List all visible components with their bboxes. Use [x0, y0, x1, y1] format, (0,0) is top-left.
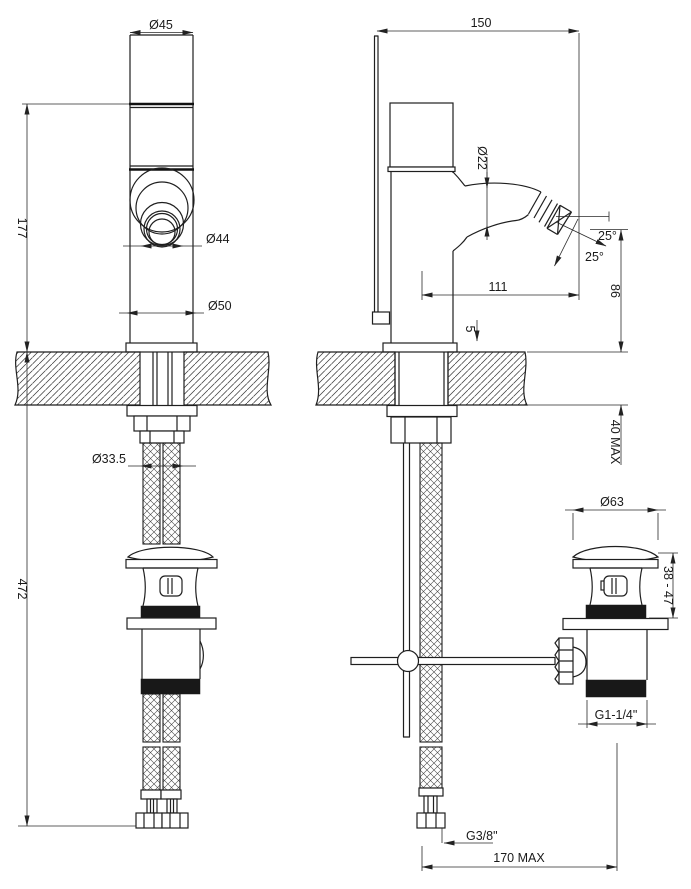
- popup-rod-side: [350, 443, 556, 738]
- dimension-111: 111: [421, 271, 580, 300]
- front-view: Ø45 177 Ø44 Ø50 Ø33.5 472: [14, 18, 273, 829]
- base-flange-front: [125, 342, 198, 353]
- dim-label-170-max: 170 MAX: [493, 851, 545, 865]
- mounting-hardware-side: [386, 404, 458, 444]
- dimension-177: 177: [15, 103, 130, 353]
- dim-label-177: 177: [15, 218, 29, 239]
- drain-thread-band: [140, 678, 201, 695]
- dim-label-g1-1-4: G1-1/4": [595, 708, 638, 722]
- handle-lever-side: [371, 35, 391, 325]
- dimension-38-47: 38 - 47: [649, 552, 678, 619]
- mounting-deck-side: [315, 351, 528, 406]
- mounting-deck-front: [14, 351, 273, 406]
- dimension-5: 5: [463, 320, 480, 342]
- faucet-body-front: [125, 34, 198, 353]
- drain-thread-band: [140, 605, 201, 619]
- drain-thread-band-side: [585, 604, 647, 619]
- base-flange-side: [382, 342, 458, 353]
- dimension-86: 86: [527, 229, 628, 406]
- popup-rod-ball-joint: [396, 649, 420, 673]
- dimension-dia22: Ø22: [475, 146, 490, 240]
- dim-label-dia22: Ø22: [475, 146, 489, 170]
- dimension-170-max: 170 MAX: [421, 743, 618, 871]
- supply-hose-side: [416, 442, 446, 829]
- popup-drain-side: [554, 545, 669, 698]
- dim-label-86: 86: [608, 284, 622, 298]
- drain-clevis: [554, 637, 587, 685]
- dimension-g1-1-4: G1-1/4": [578, 700, 656, 728]
- drain-clicker-window: [159, 575, 183, 597]
- supply-hoses-front: [135, 442, 189, 829]
- hose-end-nut-side: [416, 812, 446, 829]
- dim-label-dia50: Ø50: [208, 299, 232, 313]
- dim-label-5: 5: [463, 326, 477, 333]
- dimension-dia44: Ø44: [123, 232, 230, 249]
- dimension-dia45: Ø45: [129, 18, 194, 36]
- spout-side: [452, 171, 542, 252]
- dimension-angles-25: 25° 25°: [554, 211, 617, 267]
- mounting-hardware-front: [126, 404, 198, 444]
- dimension-150: 150: [376, 16, 580, 300]
- dim-label-25-lower: 25°: [585, 250, 604, 264]
- dimension-g3-8: G3/8": [441, 828, 498, 846]
- dim-label-40-max: 40 MAX: [608, 420, 622, 465]
- supply-pipes-in-shank: [152, 352, 173, 405]
- dim-label-111: 111: [488, 280, 507, 294]
- dim-label-25-upper: 25°: [598, 229, 617, 243]
- dim-label-150: 150: [471, 16, 492, 30]
- dim-label-472: 472: [15, 579, 29, 600]
- dim-label-dia44: Ø44: [206, 232, 230, 246]
- hose-end-nut: [161, 812, 189, 829]
- dim-label-dia63: Ø63: [600, 495, 624, 509]
- dim-label-g3-8: G3/8": [466, 829, 498, 843]
- dimension-dia63: Ø63: [565, 495, 666, 540]
- dim-label-dia33-5: Ø33.5: [92, 452, 126, 466]
- dimension-40-max: 40 MAX: [608, 404, 624, 465]
- dimension-472: 472: [15, 351, 136, 827]
- handle-knob-side: [389, 102, 454, 168]
- aerator-side: [527, 191, 573, 236]
- side-view: 150 Ø22 25° 25° 111 5 86: [315, 16, 678, 871]
- popup-drain-front: [125, 546, 218, 695]
- spray-head-front: [129, 167, 195, 248]
- threaded-shank-side: [394, 352, 449, 405]
- faucet-body-side: [382, 102, 573, 353]
- dim-label-38-47: 38 - 47: [661, 566, 675, 605]
- drain-tailpiece-thread: [585, 679, 647, 698]
- dim-label-dia45: Ø45: [149, 18, 173, 32]
- hose-end-nut: [135, 812, 163, 829]
- dimension-dia33-5: Ø33.5: [92, 452, 196, 469]
- dimension-dia50: Ø50: [119, 299, 232, 316]
